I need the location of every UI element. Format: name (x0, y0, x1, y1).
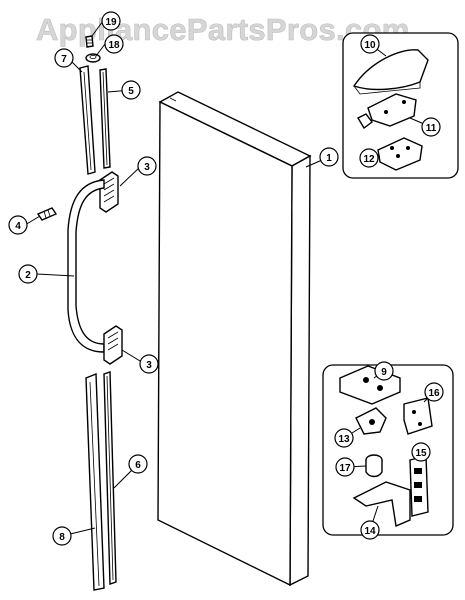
hinge-inset-bottom (322, 364, 454, 536)
handle-bracket-upper (99, 171, 119, 213)
callout-label: 14 (364, 526, 376, 537)
callout-9: 9 (374, 361, 394, 381)
callout-12: 12 (359, 148, 379, 168)
callout-label: 15 (415, 448, 427, 459)
screw-part-19 (85, 35, 94, 48)
top-gasket-strip (99, 68, 111, 169)
callout-label: 7 (61, 54, 67, 65)
callout-8: 8 (52, 526, 72, 546)
handle-screw (36, 207, 58, 221)
callout-label: 1 (326, 153, 332, 164)
callout-label: 8 (59, 532, 65, 543)
top-trim-strip (79, 65, 96, 175)
callout-13: 13 (334, 428, 354, 448)
bottom-gasket-strip (103, 371, 117, 585)
callout-label: 5 (128, 86, 134, 97)
callout-label: 6 (135, 460, 141, 471)
callout-label: 12 (363, 154, 375, 165)
callout-label: 16 (428, 388, 440, 399)
callout-label: 19 (105, 17, 117, 28)
callout-label: 9 (381, 367, 387, 378)
callout-label: 13 (338, 434, 350, 445)
bottom-trim-strip (85, 372, 105, 591)
callout-6: 6 (128, 454, 148, 474)
callout-16: 16 (424, 382, 444, 402)
callout-17: 17 (335, 457, 355, 477)
callout-19: 19 (101, 11, 121, 31)
door-panel (157, 91, 312, 587)
callout-7: 7 (54, 48, 74, 68)
callout-2: 2 (18, 264, 38, 284)
callout-label: 4 (15, 221, 21, 232)
callout-14: 14 (360, 520, 380, 540)
callout-3-upper: 3 (137, 156, 157, 176)
callout-label: 3 (146, 360, 152, 371)
callout-label: 10 (364, 40, 376, 51)
handle-bracket-lower (103, 325, 123, 365)
callout-11: 11 (421, 117, 441, 137)
callout-5: 5 (121, 80, 141, 100)
callout-label: 18 (108, 40, 120, 51)
callout-3-lower: 3 (139, 354, 159, 374)
callout-18: 18 (104, 34, 124, 54)
callout-1: 1 (319, 147, 339, 167)
callout-4: 4 (8, 215, 28, 235)
callout-label: 11 (426, 123, 437, 134)
callout-10: 10 (360, 34, 380, 54)
callout-15: 15 (411, 442, 431, 462)
callout-label: 2 (25, 270, 31, 281)
door-handle (67, 179, 105, 353)
hinge-inset-top (342, 32, 459, 179)
watermark-text: AppliancePartsPros.com (36, 12, 410, 47)
callout-label: 3 (144, 162, 150, 173)
callout-label: 17 (339, 463, 351, 474)
plug-part-18 (85, 53, 101, 63)
